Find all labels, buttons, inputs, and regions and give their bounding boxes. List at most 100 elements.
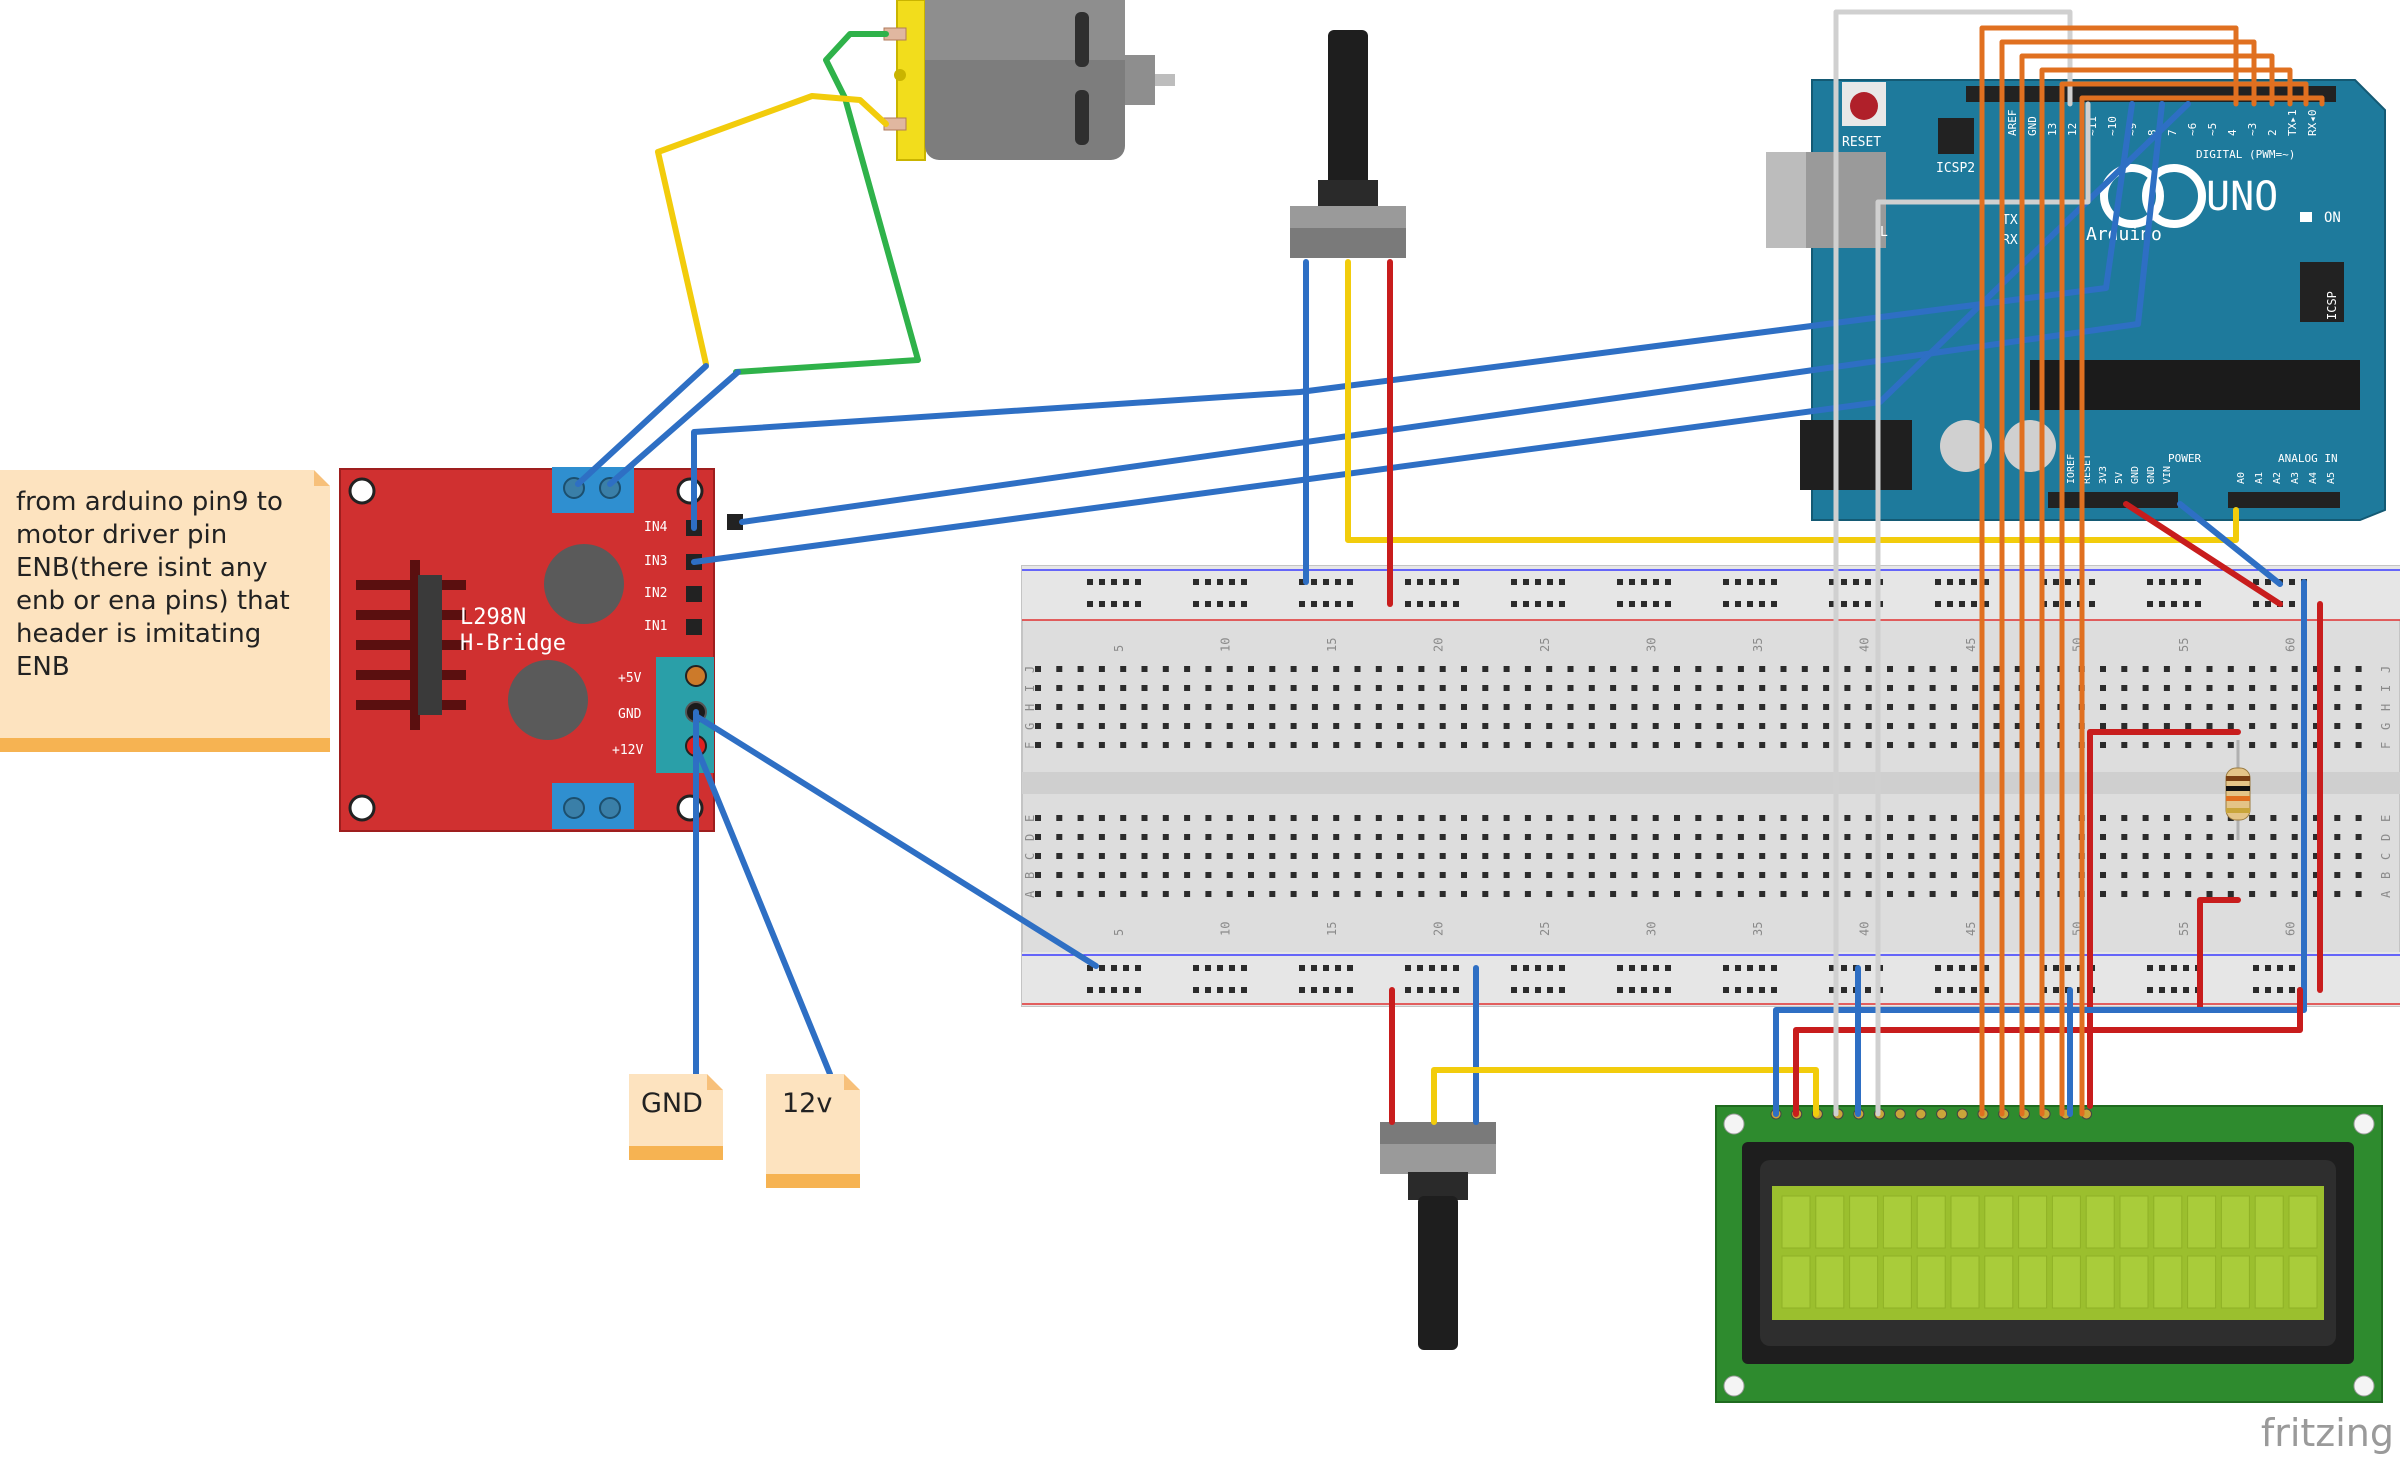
breadboard-hole: [2036, 704, 2043, 710]
breadboard-column-number: 5: [1112, 645, 1126, 652]
breadboard-column-number: 30: [1645, 922, 1659, 936]
breadboard-rail-hole: [1641, 579, 1647, 585]
breadboard-hole: [1993, 853, 2000, 859]
breadboard-hole: [1226, 704, 1233, 710]
breadboard-hole: [1162, 685, 1169, 691]
breadboard-hole: [1375, 666, 1382, 672]
breadboard-hole: [1993, 742, 2000, 748]
breadboard-hole: [1823, 723, 1830, 729]
breadboard-hole: [1908, 834, 1915, 840]
breadboard-hole: [1482, 834, 1489, 840]
breadboard-hole: [2014, 723, 2021, 729]
breadboard-hole: [1844, 723, 1851, 729]
breadboard-hole: [1311, 834, 1318, 840]
breadboard-hole: [1162, 872, 1169, 878]
breadboard-rail-hole: [2171, 601, 2177, 607]
breadboard-rail-hole: [1099, 965, 1105, 971]
breadboard-hole: [1823, 872, 1830, 878]
breadboard-rail-hole: [1547, 579, 1553, 585]
wire-12v-lead: [693, 743, 833, 1077]
lcd-cell: [1781, 1255, 1811, 1309]
breadboard-hole: [1610, 723, 1617, 729]
note-12v-text: 12v: [782, 1088, 833, 1119]
breadboard-hole: [1418, 742, 1425, 748]
breadboard-hole: [1865, 872, 1872, 878]
arduino-power-pin-label: 3V3: [2098, 466, 2109, 484]
breadboard-hole: [1567, 891, 1574, 897]
breadboard-hole: [1823, 742, 1830, 748]
wire-gnd-to-rail: [693, 713, 1099, 969]
breadboard-rail-hole: [1865, 987, 1871, 993]
breadboard-hole: [2291, 723, 2298, 729]
breadboard-rail-hole: [1971, 601, 1977, 607]
breadboard-hole: [1226, 853, 1233, 859]
breadboard-rail-hole: [1229, 601, 1235, 607]
breadboard-rail-hole: [1111, 601, 1117, 607]
breadboard-hole: [1865, 742, 1872, 748]
breadboard-hole: [1461, 704, 1467, 710]
breadboard-hole: [1674, 723, 1680, 729]
breadboard-rail-hole: [1229, 965, 1235, 971]
breadboard-hole: [1184, 685, 1191, 691]
arduino-digital-pin-label: 8: [2146, 129, 2159, 136]
breadboard-rail-hole: [1335, 601, 1341, 607]
breadboard-hole: [1865, 891, 1872, 897]
breadboard-hole: [1887, 891, 1893, 897]
breadboard-hole: [1503, 872, 1510, 878]
lcd-cell: [2153, 1195, 2183, 1249]
breadboard-hole: [1461, 723, 1467, 729]
breadboard-rail-hole: [1511, 601, 1517, 607]
breadboard-hole: [1290, 872, 1297, 878]
breadboard-hole: [1588, 704, 1595, 710]
breadboard-hole: [1077, 742, 1084, 748]
breadboard-hole: [1546, 872, 1553, 878]
breadboard-hole: [1269, 666, 1276, 672]
breadboard-hole: [1077, 815, 1084, 821]
breadboard-hole: [1269, 815, 1276, 821]
breadboard-hole: [1610, 666, 1617, 672]
lcd-cell: [2119, 1195, 2149, 1249]
breadboard-rail-hole: [1523, 601, 1529, 607]
lcd-cell: [1815, 1195, 1845, 1249]
breadboard-hole: [1035, 834, 1041, 840]
breadboard-hole: [1354, 723, 1361, 729]
breadboard-hole: [1375, 723, 1382, 729]
breadboard-hole: [2270, 685, 2277, 691]
breadboard-hole: [1524, 891, 1531, 897]
breadboard-hole: [1248, 723, 1254, 729]
breadboard-hole: [1780, 685, 1787, 691]
breadboard-hole: [2142, 666, 2149, 672]
breadboard-column-number: 15: [1325, 922, 1339, 936]
breadboard-hole: [2185, 853, 2192, 859]
breadboard-rail-hole: [1665, 987, 1671, 993]
dc-motor: [883, 0, 1175, 161]
breadboard-rail-hole: [2277, 987, 2283, 993]
note-enb-text: from arduino pin9 to motor driver pin EN…: [16, 487, 290, 682]
breadboard-hole: [1801, 685, 1808, 691]
breadboard-rail-hole: [1935, 987, 1941, 993]
breadboard-hole: [1993, 685, 2000, 691]
lcd-cell: [1815, 1255, 1845, 1309]
breadboard-hole: [1524, 834, 1531, 840]
wire-motor-b: [607, 369, 741, 487]
breadboard-hole: [1120, 723, 1127, 729]
wire-enb: [739, 101, 2165, 525]
lcd-cell: [2051, 1255, 2081, 1309]
breadboard-hole: [1865, 815, 1872, 821]
breadboard-hole: [1823, 815, 1830, 821]
breadboard-hole: [2313, 742, 2319, 748]
breadboard-rail-hole: [2183, 965, 2189, 971]
breadboard-hole: [1716, 685, 1723, 691]
breadboard-hole: [2014, 704, 2021, 710]
breadboard-hole: [2355, 666, 2362, 672]
breadboard-rail-hole: [2053, 965, 2059, 971]
breadboard-hole: [1205, 891, 1212, 897]
breadboard-column-number: 40: [1858, 922, 1872, 936]
wire-lcd-data: [2039, 67, 2293, 1117]
breadboard-rail-hole: [1217, 987, 1223, 993]
breadboard-rail-hole: [1947, 601, 1953, 607]
breadboard-hole: [1290, 685, 1297, 691]
breadboard-rail-hole: [1111, 579, 1117, 585]
